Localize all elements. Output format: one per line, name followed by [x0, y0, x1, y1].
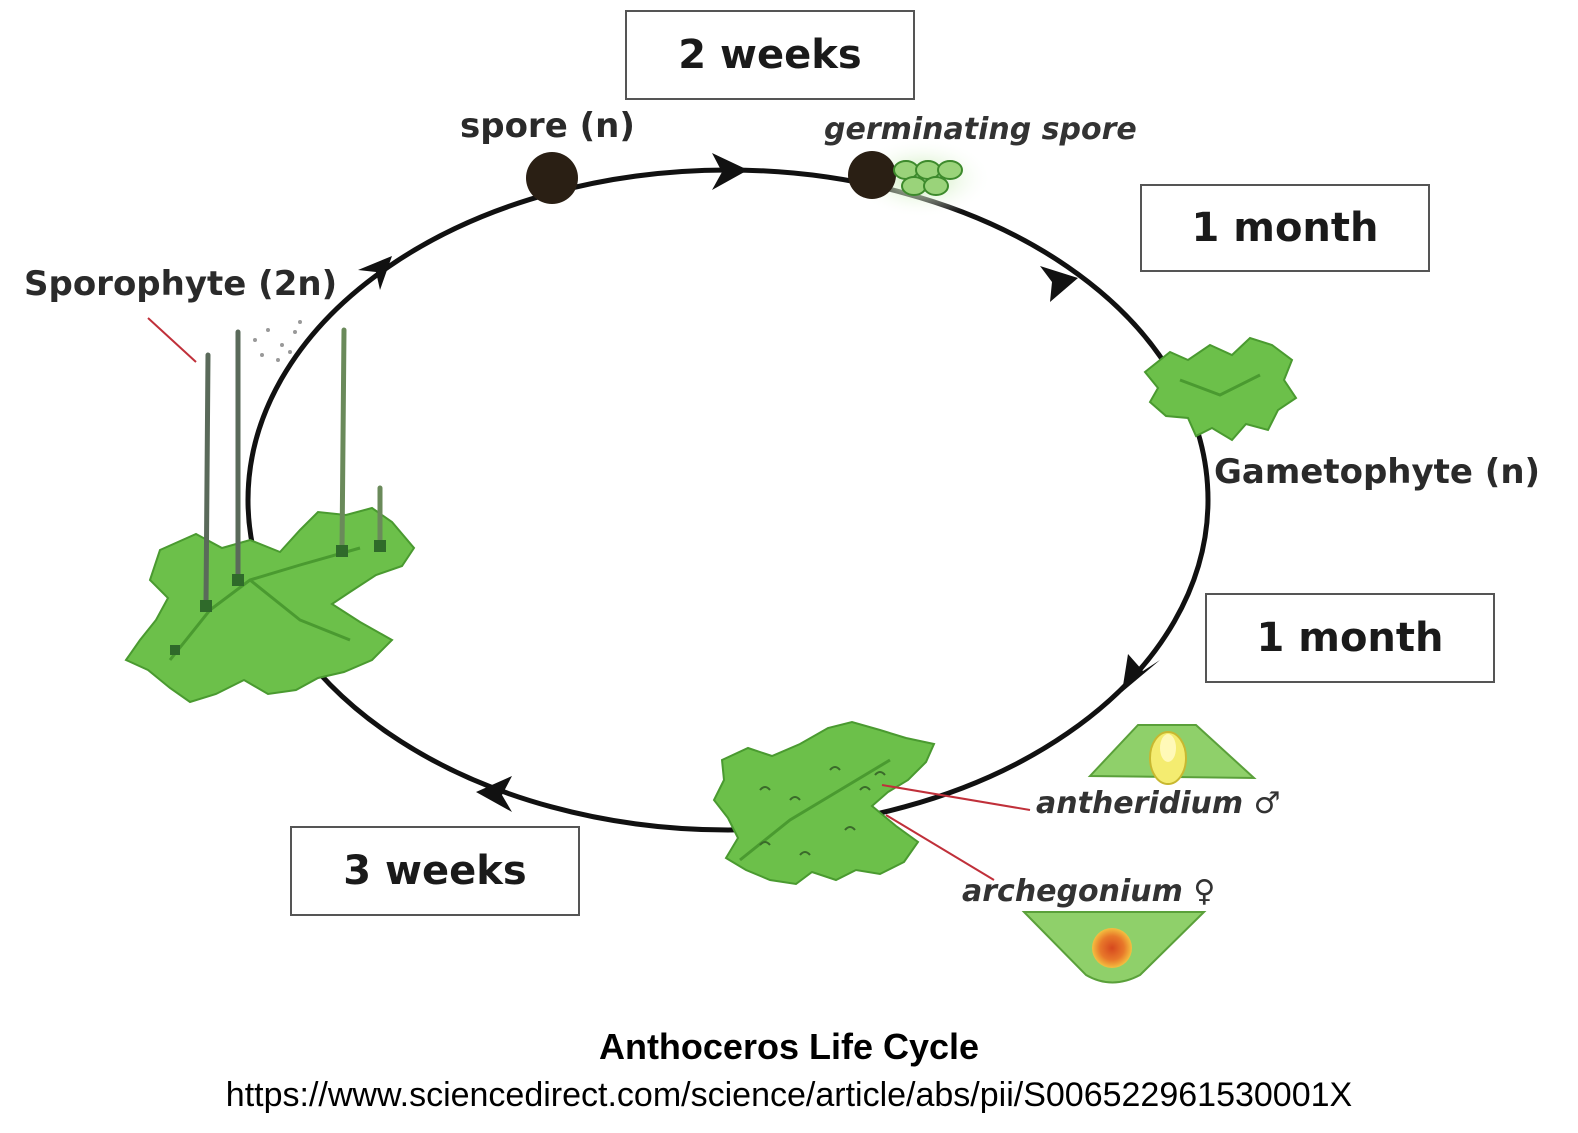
archegonium-label: archegonium ♀: [962, 874, 1215, 909]
duration-box-right-lower: 1 month: [1205, 593, 1495, 683]
protonema-cells-icon: [893, 160, 963, 196]
gametophyte-thallus-icon: [1143, 336, 1298, 442]
spore-icon: [526, 152, 578, 204]
antheridium-label: antheridium ♂: [1036, 786, 1280, 821]
sporophyte-pointer: [147, 317, 197, 363]
arrow-bottom: [476, 776, 512, 812]
arrow-top: [712, 153, 748, 190]
archegonium-icon: [1021, 911, 1207, 984]
archegonium-pointer: [885, 814, 995, 881]
cycle-path: [245, 167, 1211, 833]
female-symbol-icon: ♀: [1193, 874, 1216, 909]
sporophyte-thallus-icon: [124, 320, 416, 704]
gametophyte-sexual-thallus-icon: [712, 720, 936, 886]
duration-box-top: 2 weeks: [625, 10, 915, 100]
duration-box-bottom-left: 3 weeks: [290, 826, 580, 916]
arrow-lower-right: [1122, 654, 1160, 692]
caption-url: https://www.sciencedirect.com/science/ar…: [225, 1076, 1353, 1114]
germinating-spore-label: germinating spore: [824, 112, 1137, 147]
spore-label: spore (n): [460, 106, 635, 146]
caption-title: Anthoceros Life Cycle: [598, 1026, 980, 1067]
antheridium-text: antheridium: [1036, 786, 1244, 821]
antheridium-pointer: [881, 784, 1031, 811]
gametophyte-label: Gametophyte (n): [1214, 452, 1541, 492]
germinating-spore-icon: [848, 151, 896, 199]
arrow-upper-left: [358, 256, 392, 290]
archegonium-text: archegonium: [962, 874, 1183, 909]
duration-box-right-upper: 1 month: [1140, 184, 1430, 272]
sporophyte-label: Sporophyte (2n): [24, 264, 338, 304]
male-symbol-icon: ♂: [1253, 786, 1281, 821]
sporophyte-horns-icon: [203, 327, 383, 608]
arrow-upper-right: [1040, 266, 1078, 302]
antheridium-icon: [1087, 724, 1257, 785]
released-spores-icon: [253, 320, 302, 362]
